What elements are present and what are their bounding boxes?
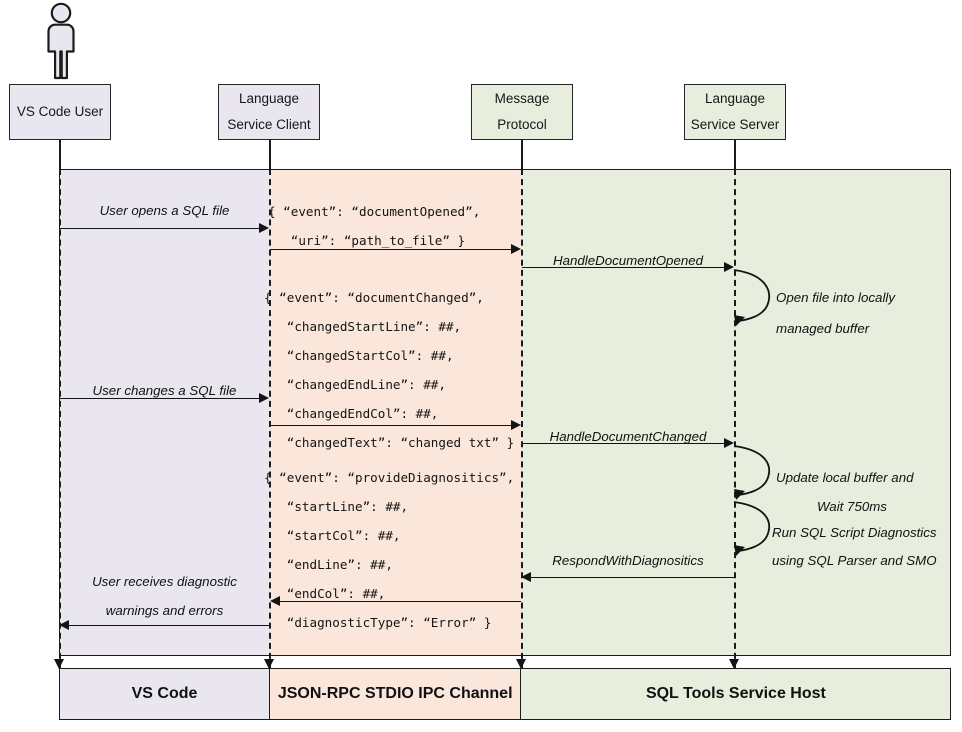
lane-band-jsonrpc	[270, 169, 521, 656]
message-arrow-handle-document-changed	[522, 443, 724, 444]
self-call-update-buffer-wait-icon	[733, 445, 771, 500]
participant-language-service-client[interactable]: Language Service Client	[218, 84, 320, 140]
lifeline-language-service-client	[269, 169, 271, 669]
arrowhead-down-icon	[264, 659, 274, 669]
payload-line-3: “changedStartCol”: ##,	[264, 348, 454, 363]
self-call-label-run-diagnostics-line1: Run SQL Script Diagnostics	[772, 525, 937, 540]
payload-line-1: { “event”: “provideDiagnositics”,	[264, 470, 515, 485]
payload-line-2: “changedStartLine”: ##,	[264, 319, 462, 334]
message-label-respond-with-diagnositics: RespondWithDiagnositics	[552, 553, 704, 568]
message-arrow-to-message-protocol-changed	[270, 425, 511, 426]
lane-footer-label: SQL Tools Service Host	[645, 685, 826, 702]
arrowhead-left-icon	[59, 620, 69, 630]
lane-footer-sqltools[interactable]: SQL Tools Service Host	[520, 668, 952, 720]
payload-document-opened: { “event”: “documentOpened”, “uri”: “pat…	[268, 197, 480, 255]
payload-line-6: “changedText”: “changed txt” }	[264, 435, 515, 450]
lifeline-language-service-server-stub	[734, 140, 736, 171]
message-arrow-handle-document-opened	[522, 267, 724, 268]
arrowhead-right-icon	[511, 420, 521, 430]
payload-document-changed: { “event”: “documentChanged”, “changedSt…	[264, 283, 514, 457]
self-call-run-diagnostics-icon	[733, 501, 771, 556]
message-label-user-receives-diagnostics-line1: User receives diagnostic	[92, 574, 237, 589]
lane-band-sqltools	[521, 169, 951, 656]
lane-footer-label: VS Code	[131, 685, 198, 702]
participant-language-service-server[interactable]: Language Service Server	[684, 84, 786, 140]
lifeline-language-service-server	[734, 169, 736, 669]
message-arrow-user-opens-file	[60, 228, 259, 229]
person-icon	[36, 2, 86, 80]
message-label-user-changes-file: User changes a SQL file	[92, 383, 237, 398]
self-call-label-open-file-buffer-line1: Open file into locally	[776, 290, 895, 305]
arrowhead-right-icon	[511, 244, 521, 254]
message-label-user-receives-diagnostics-line2: warnings and errors	[105, 603, 224, 618]
message-arrow-to-message-protocol-open	[270, 249, 511, 250]
self-call-label-run-diagnostics-line2: using SQL Parser and SMO	[772, 553, 937, 568]
participant-vs-code-user[interactable]: VS Code User	[9, 84, 111, 140]
payload-line-2: “startLine”: ##,	[264, 499, 409, 514]
lane-footer-jsonrpc[interactable]: JSON-RPC STDIO IPC Channel	[269, 668, 522, 720]
lifeline-message-protocol-stub	[521, 140, 523, 171]
self-call-label-update-buffer-line2: Wait 750ms	[817, 499, 887, 514]
lane-band-vs-code	[59, 169, 270, 656]
participant-message-protocol[interactable]: Message Protocol	[471, 84, 573, 140]
self-call-label-open-file-buffer-line2: managed buffer	[776, 321, 870, 336]
arrowhead-right-icon	[724, 262, 734, 272]
payload-provide-diagnositics: { “event”: “provideDiagnositics”, “start…	[264, 463, 514, 637]
payload-line-2: “uri”: “path_to_file” }	[268, 233, 466, 248]
lane-footer-label: JSON-RPC STDIO IPC Channel	[277, 685, 513, 702]
message-label-handle-document-changed: HandleDocumentChanged	[549, 429, 707, 444]
message-arrow-to-client-diagnostics	[280, 601, 521, 602]
participant-label-line2: Service Client	[227, 116, 311, 132]
message-arrow-respond-with-diagnositics	[531, 577, 734, 578]
arrowhead-right-icon	[724, 438, 734, 448]
payload-line-3: “startCol”: ##,	[264, 528, 401, 543]
arrowhead-down-icon	[516, 659, 526, 669]
arrowhead-right-icon	[259, 223, 269, 233]
payload-line-4: “changedEndLine”: ##,	[264, 377, 446, 392]
lifeline-vs-code-user-stub	[59, 140, 61, 171]
participant-label-line1: Language	[238, 91, 300, 107]
payload-line-1: { “event”: “documentOpened”,	[268, 204, 481, 219]
message-arrow-user-receives-diagnostics	[69, 625, 269, 626]
message-arrow-user-changes-file	[60, 398, 259, 399]
participant-label: VS Code User	[16, 103, 104, 119]
payload-line-6: “diagnosticType”: “Error” }	[264, 615, 492, 630]
arrowhead-left-icon	[521, 572, 531, 582]
participant-label-line1: Message	[494, 91, 550, 107]
payload-line-4: “endLine”: ##,	[264, 557, 393, 572]
lifeline-language-service-client-stub	[269, 140, 271, 171]
participant-label-line1: Language	[704, 91, 766, 107]
payload-line-5: “changedEndCol”: ##,	[264, 406, 439, 421]
lifeline-vs-code-user	[59, 169, 61, 669]
lifeline-message-protocol	[521, 169, 523, 669]
arrowhead-down-icon	[54, 659, 64, 669]
arrowhead-right-icon	[259, 393, 269, 403]
payload-line-1: { “event”: “documentChanged”,	[264, 290, 484, 305]
self-call-open-file-buffer-icon	[733, 269, 771, 326]
message-label-handle-document-opened: HandleDocumentOpened	[552, 253, 704, 268]
message-label-user-opens-file: User opens a SQL file	[99, 203, 230, 218]
participant-label-line2: Protocol	[497, 116, 547, 132]
self-call-label-update-buffer-line1: Update local buffer and	[776, 470, 914, 485]
arrowhead-left-icon	[270, 596, 280, 606]
participant-label-line2: Service Server	[690, 116, 780, 132]
payload-line-5: “endCol”: ##,	[264, 586, 386, 601]
arrowhead-down-icon	[729, 659, 739, 669]
lane-footer-vs-code[interactable]: VS Code	[59, 668, 270, 720]
